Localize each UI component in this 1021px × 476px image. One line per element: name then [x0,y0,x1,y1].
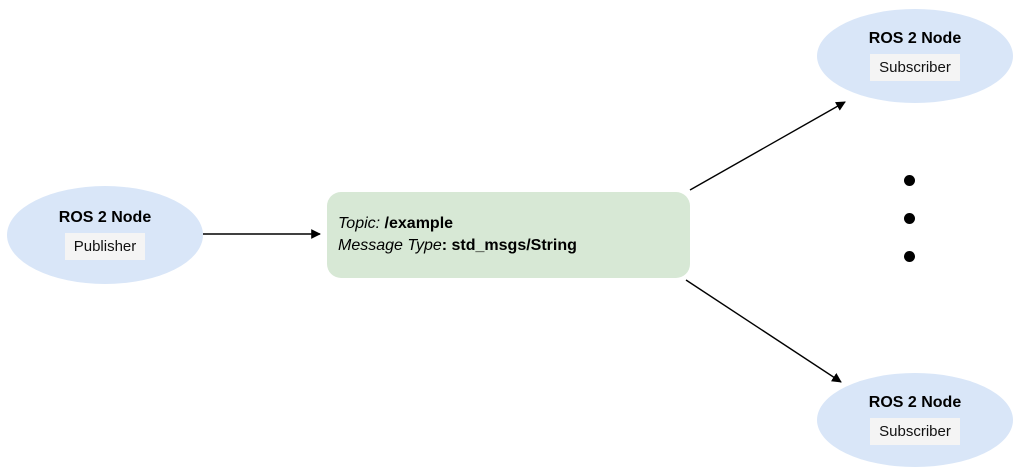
publisher-node-title: ROS 2 Node [58,209,152,226]
ellipsis-dot [904,213,915,224]
ellipsis-dot [904,175,915,186]
subscriber-node-bottom-ellipse: ROS 2 Node Subscriber [817,373,1013,467]
arrow-topic-to-subscriber-bottom [685,279,842,383]
message-type-label: Message Type [338,237,442,254]
ellipsis-dot [904,251,915,262]
subscriber-bottom-role-chip: Subscriber [870,418,960,445]
message-type-value: : std_msgs/String [441,237,577,254]
subscriber-bottom-title: ROS 2 Node [868,394,962,411]
topic-line: Topic: /example [338,213,690,235]
publisher-role-chip: Publisher [64,233,146,260]
topic-label: Topic: [338,215,385,232]
message-type-line: Message Type: std_msgs/String [338,235,690,257]
subscriber-top-title: ROS 2 Node [868,30,962,47]
more-subscribers-ellipsis [904,175,915,262]
arrow-topic-to-subscriber-top [689,101,846,191]
subscriber-top-role-chip: Subscriber [870,54,960,81]
subscriber-node-top-ellipse: ROS 2 Node Subscriber [817,9,1013,103]
publisher-node-ellipse: ROS 2 Node Publisher [7,186,203,284]
topic-value: /example [384,215,454,232]
topic-box: Topic: /example Message Type: std_msgs/S… [327,192,690,278]
